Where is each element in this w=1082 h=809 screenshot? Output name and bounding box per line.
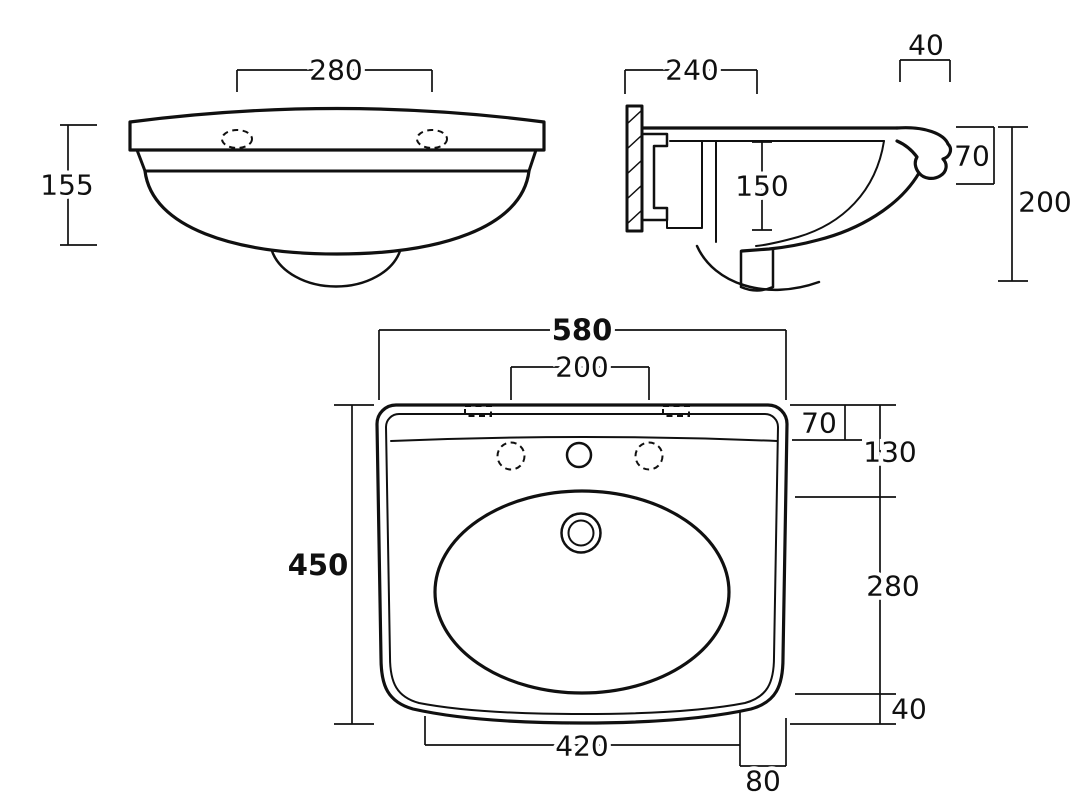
side-dim-rim-overhang: 40	[899, 25, 951, 82]
side-dim-depth-lines	[624, 69, 758, 94]
front-view: 280 155	[36, 50, 546, 288]
wall-bracket	[625, 104, 644, 233]
side-dim-rim-height-label: 70	[954, 140, 990, 173]
plan-dim-bowl-length-label: 280	[866, 570, 919, 603]
plan-dim-tap-spacing-label: 200	[555, 351, 608, 384]
side-dim-depth: 240	[624, 50, 758, 94]
plan-dim-front-width-lines	[424, 712, 741, 766]
plan-dim-front-width: 420	[424, 712, 741, 767]
side-dim-inner-depth-label: 150	[735, 170, 788, 203]
plan-dim-overall-width-lines	[378, 329, 787, 400]
plan-outer-outline	[375, 403, 789, 725]
side-bowl-inner	[755, 140, 885, 247]
front-rim-band	[135, 148, 538, 173]
side-dim-overall-height-lines	[998, 126, 1028, 282]
side-dim-overall-height: 200	[998, 126, 1076, 282]
front-dim-height: 155	[36, 124, 98, 246]
plan-dim-side-offset-lines	[740, 718, 787, 767]
side-drain-stub	[739, 247, 775, 292]
plan-dim-bowl-to-front-label: 40	[891, 693, 927, 726]
front-tap-hole-left	[221, 129, 253, 149]
plan-right-witness-lines	[790, 404, 896, 725]
plan-dim-tap-spacing: 200	[510, 347, 650, 400]
side-view: 240 40 70 150 200	[624, 25, 1076, 292]
side-dim-inner-depth: 150	[731, 141, 793, 231]
side-dim-overall-height-label: 200	[1018, 186, 1071, 219]
side-trap-curve	[695, 244, 821, 292]
front-tap-hole-right	[416, 129, 448, 149]
front-dim-tap-spacing: 280	[236, 50, 433, 92]
plan-dim-back-to-bowl-label: 130	[863, 436, 916, 469]
plan-drain-inner	[567, 519, 595, 547]
wall-bracket-hatching	[627, 110, 642, 224]
plan-dim-overall-width: 580	[378, 309, 787, 400]
plan-dim-overall-depth-lines	[334, 404, 374, 725]
plan-dim-tap-spacing-lines	[510, 366, 650, 400]
plan-back-ledge-line	[390, 436, 778, 442]
side-rim-profile	[895, 126, 953, 180]
side-overflow-channel	[666, 140, 717, 243]
side-mounting-hook	[641, 132, 669, 222]
side-dim-rim-overhang-lines	[899, 59, 951, 82]
plan-view: 580 200 70 130 280 40 450 420 80	[284, 309, 931, 802]
front-dim-tap-spacing-label: 280	[309, 54, 362, 87]
plan-right-dimension-chain: 70 130 280 40	[790, 403, 931, 730]
plan-tap-hole-right	[634, 441, 664, 471]
side-dim-inner-depth-lines	[752, 141, 772, 231]
front-rim-outline	[128, 106, 546, 152]
plan-dim-overall-width-label: 580	[552, 313, 613, 347]
plan-dim-back-ledge-label: 70	[801, 407, 837, 440]
plan-right-dimension-lines	[844, 405, 881, 724]
plan-mounting-slot-left	[464, 405, 492, 417]
side-dim-rim-height: 70	[950, 126, 995, 185]
plan-mounting-slot-right	[662, 405, 690, 417]
side-bowl-underside	[740, 171, 921, 253]
plan-dim-overall-depth: 450	[284, 404, 374, 725]
side-dim-rim-overhang-label: 40	[908, 29, 944, 62]
plan-bowl-outline	[433, 489, 731, 695]
front-dim-height-label: 155	[40, 169, 93, 202]
plan-tap-hole-left	[496, 441, 526, 471]
plan-dim-side-offset-label: 80	[745, 765, 781, 798]
plan-tap-hole-center	[565, 441, 593, 469]
side-dim-rim-height-lines	[956, 126, 995, 185]
plan-inner-outline	[385, 413, 779, 715]
side-dim-depth-label: 240	[665, 54, 718, 87]
front-drain-bulge	[270, 249, 402, 288]
plan-drain-outer	[560, 512, 602, 554]
plan-dim-front-width-label: 420	[555, 730, 608, 763]
front-dim-tap-spacing-lines	[236, 69, 433, 92]
front-bowl-outline	[143, 169, 531, 256]
plan-dim-side-offset: 80	[740, 718, 787, 802]
front-dim-height-lines	[60, 124, 97, 246]
plan-dim-overall-depth-label: 450	[288, 548, 349, 582]
